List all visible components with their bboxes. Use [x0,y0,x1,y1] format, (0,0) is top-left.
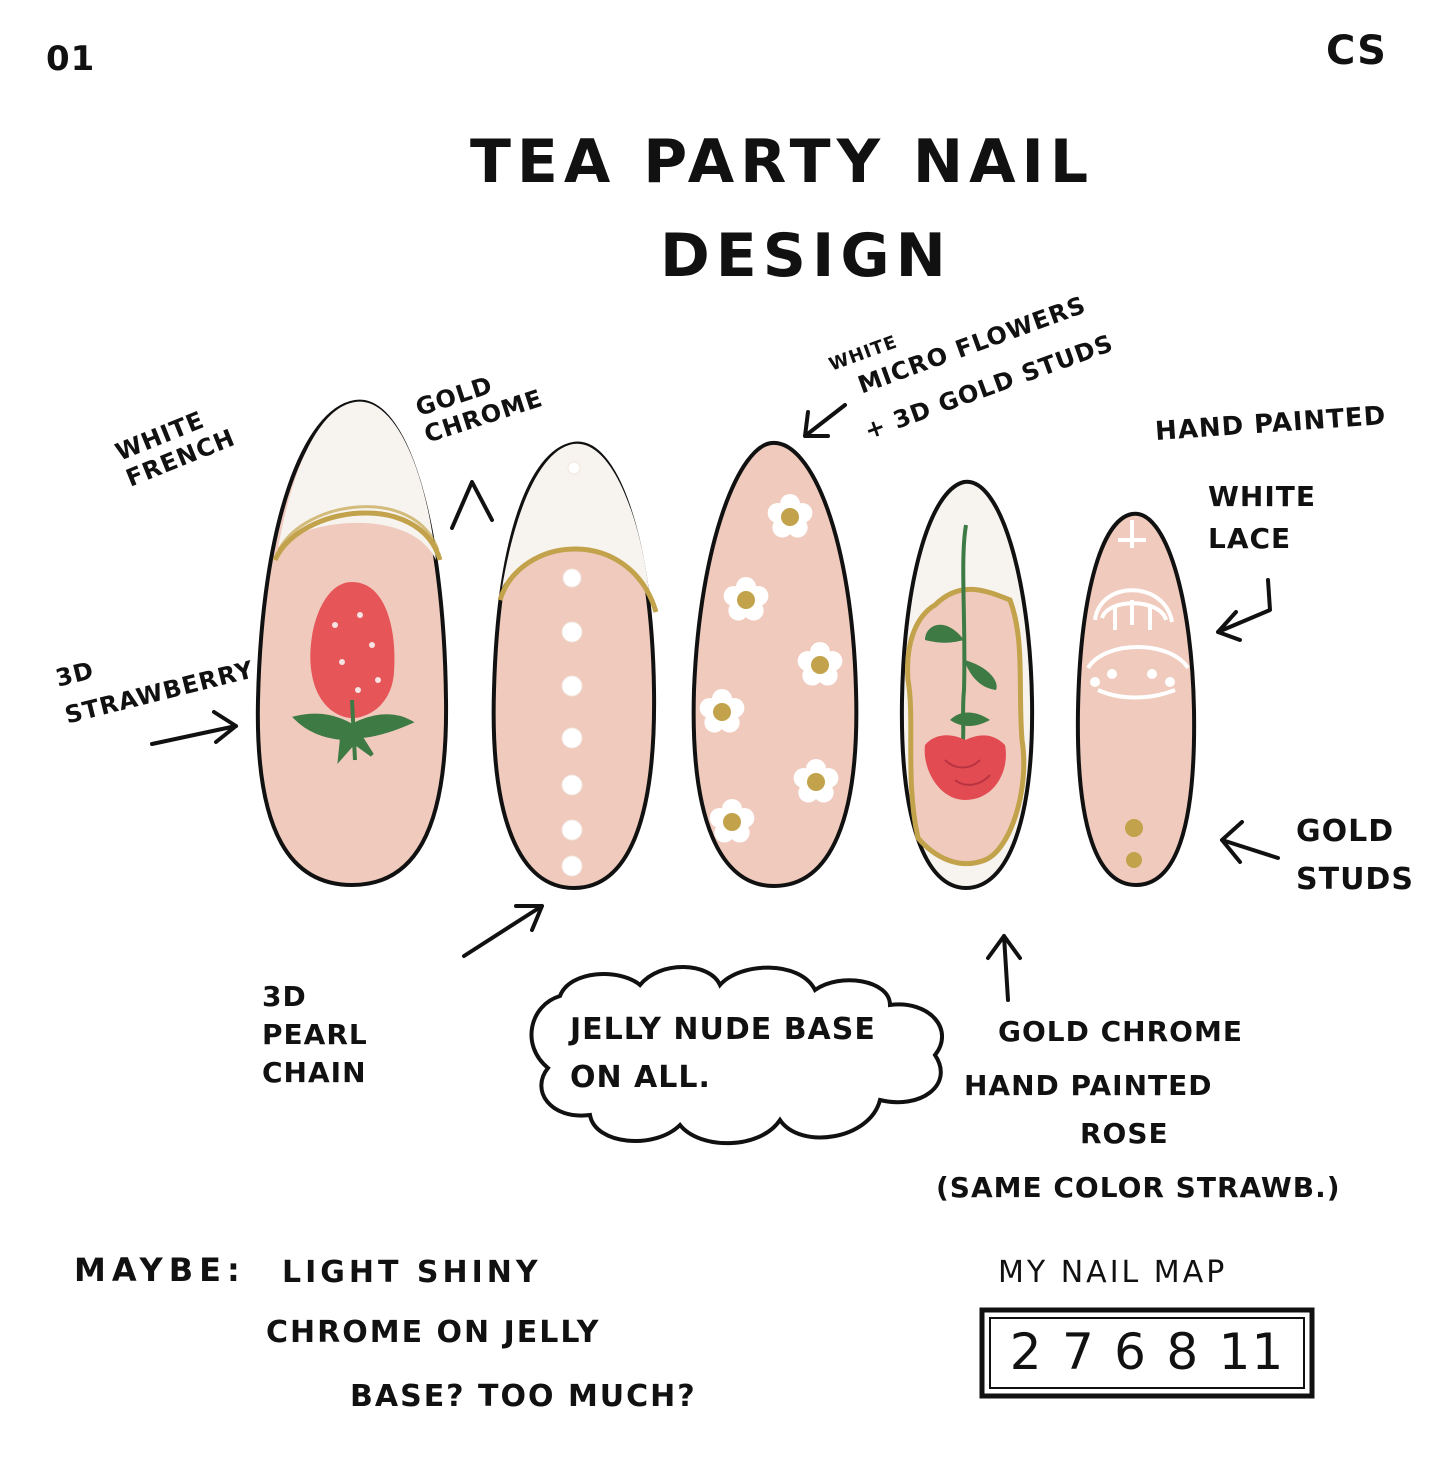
pearl-icon-group [561,461,583,877]
initials: CS [1326,28,1387,74]
maybe-line2: CHROME ON JELLY [266,1315,601,1350]
arrow-icons [150,403,1280,1002]
rose-nail [899,479,1035,891]
nail-map-label: MY NAIL MAP [998,1255,1228,1290]
daisy-icon [797,642,843,686]
speech-cloud-icon [529,965,944,1146]
label-gold-chrome-rose-line1: GOLD CHROME [998,1015,1243,1048]
nail-size-pinky: 11 [1218,1323,1285,1382]
daisy-icon [767,494,813,538]
page-title-line1: TEA PARTY NAIL [470,127,1095,197]
nail-size-middle: 6 [1114,1323,1147,1382]
pearl-chain-nail [491,441,659,891]
label-gold-studs: GOLD STUDS [1296,814,1414,897]
arrow-micro-flowers-icon [803,403,847,438]
maybe-line3: BASE? TOO MUCH? [350,1379,697,1414]
page-number: 01 [46,39,96,79]
micro-flowers-nail [691,440,859,889]
rose-icon [924,524,1006,800]
daisy-icon [723,577,769,621]
gold-stud-icon-group [1125,819,1143,868]
arrow-up-gold-chrome-icon [450,480,494,530]
nail-size-ring: 8 [1166,1323,1200,1382]
daisy-icon-group [699,494,843,843]
lace-nail [1075,511,1197,888]
arrow-rose-icon [986,934,1022,1002]
label-gold-chrome-rose-line3: ROSE [1080,1117,1169,1150]
arrow-pearl-chain-icon [462,904,544,958]
strawberry-icon [292,582,415,765]
strawberry-nail [255,399,449,888]
label-gold-chrome-rose-line2: HAND PAINTED [964,1069,1213,1102]
daisy-icon [709,799,755,843]
maybe-label: MAYBE: [74,1251,246,1289]
arrow-gold-studs-icon [1220,820,1280,864]
label-jelly-base: JELLY NUDE BASE ON ALL. [570,1012,876,1095]
nail-map-sizes: 2 7 6 8 11 [1000,1318,1294,1388]
nail-size-index: 7 [1061,1323,1095,1382]
nail-map-box [979,1307,1315,1399]
arrow-lace-icon [1216,578,1272,642]
label-pearl-chain: 3D PEARL CHAIN [262,980,368,1089]
page-title-line2: DESIGN [660,221,952,291]
maybe-line1: LIGHT SHINY [282,1255,542,1290]
label-hand-painted-lace-line2: WHITE LACE [1208,480,1316,555]
arrow-strawberry-icon [150,710,238,746]
daisy-icon [699,689,745,733]
nail-size-thumb: 2 [1009,1323,1043,1382]
daisy-icon [793,759,839,803]
label-gold-chrome-rose-line4: (SAME COLOR STRAWB.) [936,1171,1341,1204]
lace-icon [1086,520,1190,700]
